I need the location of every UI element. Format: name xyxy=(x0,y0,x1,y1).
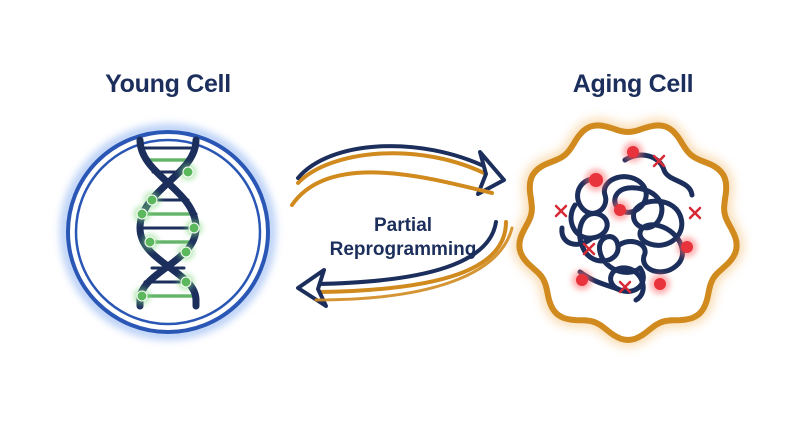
top-arrow-navy-stroke xyxy=(296,144,490,180)
aging-cell-wavy-membrane xyxy=(516,122,740,344)
bottom-arrow-navy-stroke xyxy=(314,220,498,286)
x-mark-icon xyxy=(688,206,702,220)
right-arrowhead-icon xyxy=(476,150,506,196)
aging-cell xyxy=(512,118,744,348)
damage-spots xyxy=(572,142,697,294)
x-mark-icon xyxy=(554,204,568,218)
aging-cell-title: Aging Cell xyxy=(572,70,694,98)
young-cell-outer-ring xyxy=(66,130,270,334)
process-label-line1: Partial xyxy=(373,215,433,236)
x-mark-icon xyxy=(582,242,596,256)
left-arrowhead-icon xyxy=(296,268,328,308)
process-label-line2: Reprogramming xyxy=(329,239,477,260)
damage-x-marks xyxy=(554,154,702,294)
x-mark-icon xyxy=(618,280,632,294)
top-arrow-gold-stroke xyxy=(296,151,492,185)
bottom-arrow-gold-stroke xyxy=(318,220,508,294)
dna-green-nodes xyxy=(134,164,202,304)
x-mark-icon xyxy=(652,154,666,168)
dna-helix-icon xyxy=(134,136,202,310)
bottom-arrow-outer-stroke xyxy=(314,226,514,302)
top-arrow-inner-stroke xyxy=(290,170,494,207)
young-cell-glow xyxy=(60,124,276,340)
young-cell-title: Young Cell xyxy=(105,70,231,98)
reprogramming-arrows xyxy=(290,144,514,308)
young-cell-inner-ring xyxy=(74,138,262,326)
young-cell xyxy=(60,124,276,340)
